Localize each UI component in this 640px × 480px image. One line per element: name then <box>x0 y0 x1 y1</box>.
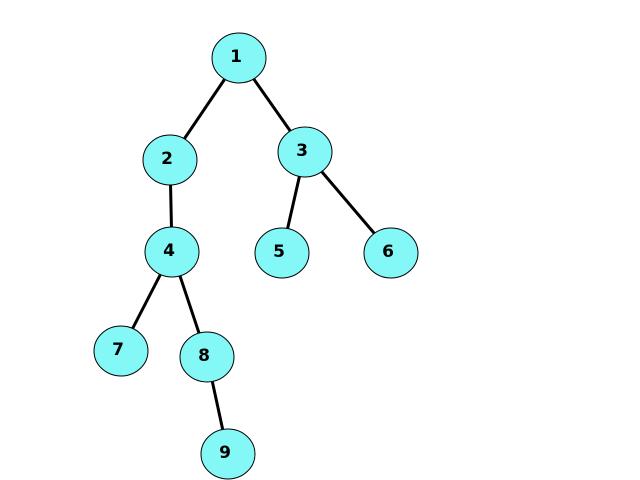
node-label-9: 9 <box>219 443 231 463</box>
node-label-2: 2 <box>161 149 173 169</box>
node-circle-7 <box>93 325 149 377</box>
node-label-7: 7 <box>112 340 124 360</box>
graph-node-5: 5 <box>254 227 310 279</box>
graph-node-8: 8 <box>179 331 235 383</box>
node-label-4: 4 <box>163 241 175 261</box>
graph-node-7: 7 <box>93 325 149 377</box>
graph-node-9: 9 <box>200 428 256 480</box>
graph-node-6: 6 <box>363 227 419 279</box>
node-circle-9 <box>200 428 256 480</box>
node-label-6: 6 <box>382 242 394 262</box>
node-label-8: 8 <box>198 346 210 366</box>
graph-node-3: 3 <box>277 126 333 178</box>
node-label-1: 1 <box>230 47 242 67</box>
graph-node-1: 1 <box>211 32 267 84</box>
graph-node-4: 4 <box>144 226 200 278</box>
node-circle-6 <box>363 227 419 279</box>
node-circle-3 <box>277 126 333 178</box>
node-circle-5 <box>254 227 310 279</box>
node-circle-8 <box>179 331 235 383</box>
node-circle-4 <box>144 226 200 278</box>
node-label-3: 3 <box>296 141 308 161</box>
graph-node-2: 2 <box>142 134 198 186</box>
node-label-5: 5 <box>273 242 285 262</box>
node-circle-2 <box>142 134 198 186</box>
node-circle-1 <box>211 32 267 84</box>
